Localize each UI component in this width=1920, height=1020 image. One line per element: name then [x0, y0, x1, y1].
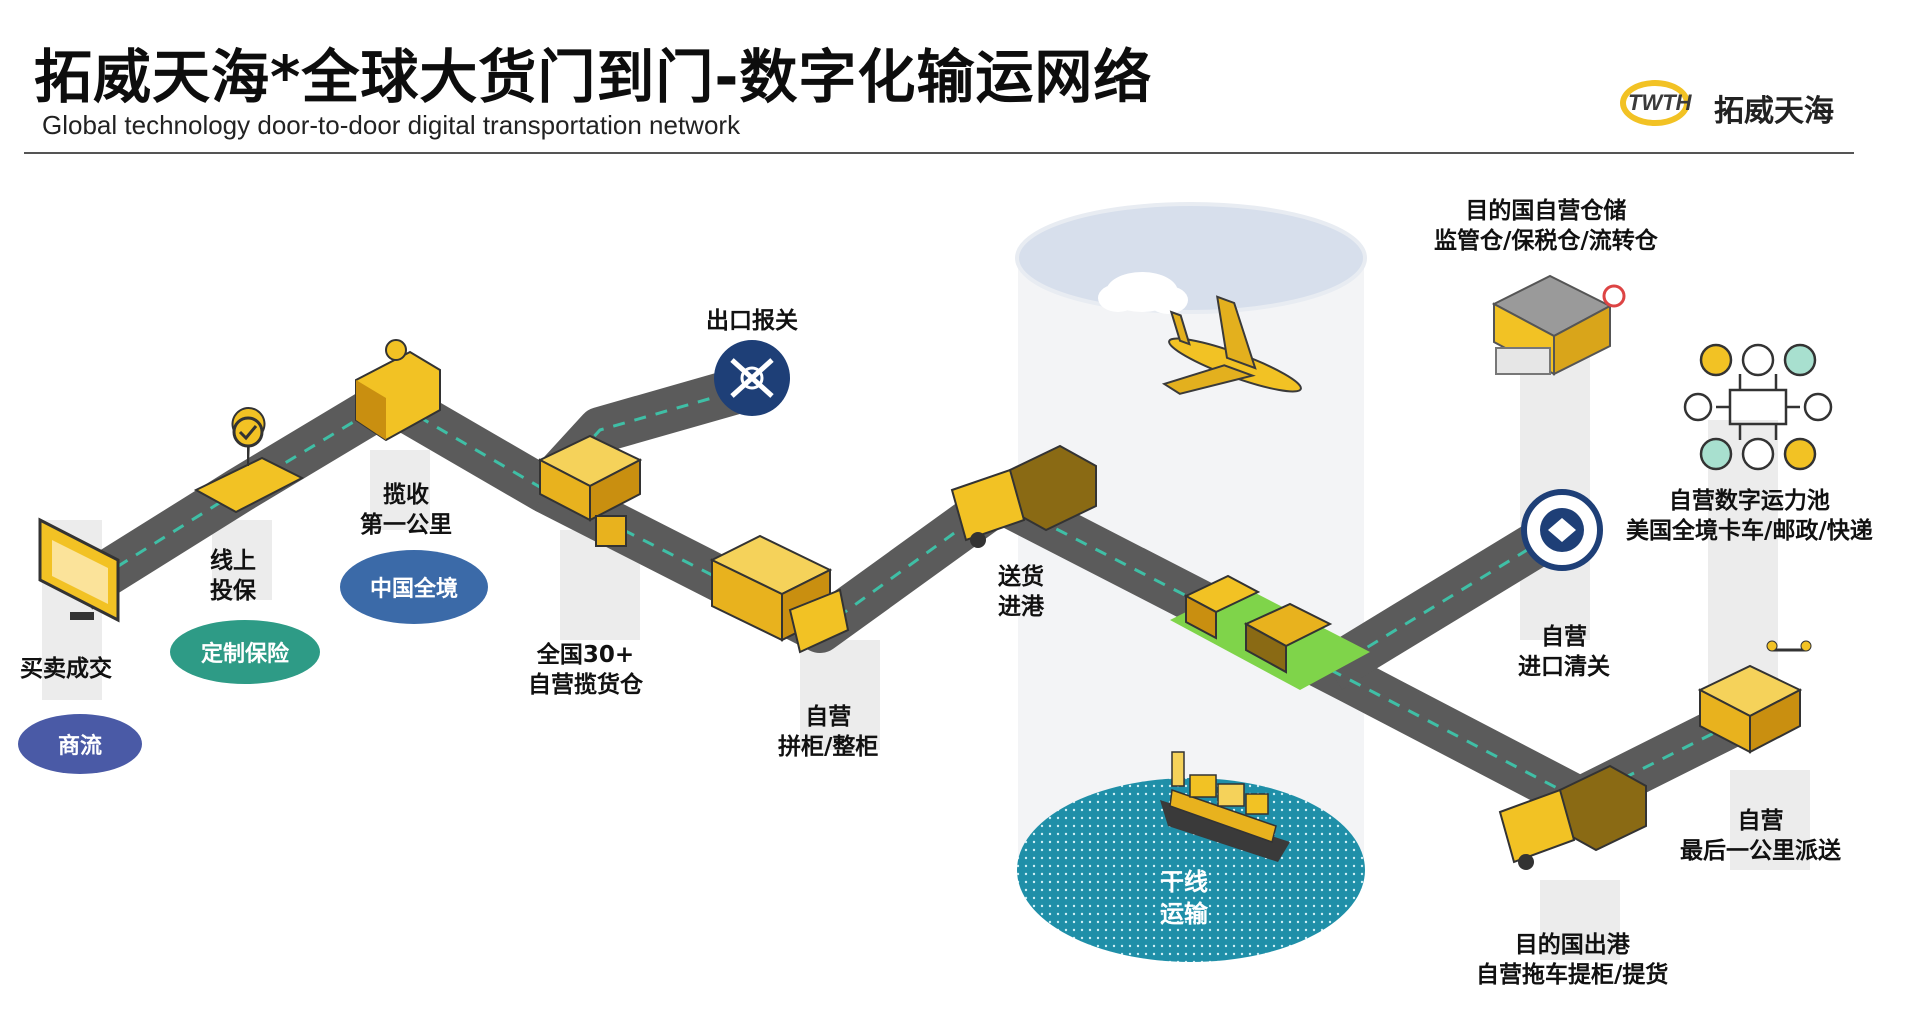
stage-label-trunk-line1: 干线	[1160, 868, 1208, 896]
destination-warehouse-icon	[1491, 274, 1626, 376]
label-backdrop	[800, 640, 880, 750]
stage-label-import-line1: 自营	[1541, 624, 1587, 650]
stage-label-port-line1: 送货	[998, 564, 1044, 590]
delivery-truck-drone-icon	[1697, 640, 1812, 754]
freight-train-icon	[1183, 574, 1333, 674]
stage-label-pool-line2: 美国全境卡车/邮政/快递	[1626, 518, 1873, 544]
stage-label-consolidate-line1: 自营	[805, 704, 852, 730]
stage-label-insure-line1: 线上	[210, 548, 256, 574]
title-divider	[24, 152, 1854, 154]
warehouse-boxes-icon	[537, 434, 643, 547]
page-subtitle: Global technology door-to-door digital t…	[42, 110, 741, 140]
stage-label-trunk-line2: 运输	[1160, 900, 1208, 928]
stage-label-deal: 买卖成交	[20, 656, 112, 682]
label-backdrop	[1730, 770, 1810, 870]
stage-label-lastmile: 自营 最后一公里派送	[1680, 806, 1841, 866]
stage-label-consolidate-line2: 拼柜/整柜	[778, 734, 879, 760]
stage-label-port-line2: 进港	[998, 594, 1044, 620]
stage-label-trunk: 干线 运输	[1160, 866, 1208, 930]
stage-label-pickup-line2: 第一公里	[360, 512, 452, 538]
stage-label-import: 自营 进口清关	[1518, 622, 1610, 682]
stage-label-insure: 线上 投保	[210, 546, 256, 606]
logo-mark: TWTH	[1628, 90, 1692, 115]
stage-label-storage-line1: 目的国自营仓储	[1465, 198, 1627, 224]
stage-label-pool-line1: 自营数字运力池	[1668, 488, 1830, 514]
stage-label-export-customs: 出口报关	[706, 308, 798, 334]
logo-name: 拓威天海	[1714, 94, 1834, 129]
stage-label-pool: 自营数字运力池 美国全境卡车/邮政/快递	[1626, 486, 1873, 546]
stage-label-dest-port-line1: 目的国出港	[1514, 932, 1630, 958]
china-customs-emblem-icon	[714, 340, 790, 416]
badge-insurance: 定制保险	[170, 620, 320, 684]
logo-ring-icon	[1620, 80, 1690, 126]
label-backdrop	[212, 520, 272, 600]
stage-label-warehouse-line2: 自营揽货仓	[528, 672, 643, 698]
cloud-icon	[1098, 272, 1188, 314]
stage-label-port: 送货 进港	[998, 562, 1044, 622]
stage-label-import-line2: 进口清关	[1518, 654, 1610, 680]
road-network	[67, 367, 1771, 823]
company-logo: TWTH 拓威天海	[1620, 74, 1840, 134]
transport-column	[1015, 202, 1367, 962]
stage-label-consolidate: 自营 拼柜/整柜	[778, 702, 878, 762]
airplane-icon	[1161, 295, 1302, 395]
stage-label-insure-line2: 投保	[210, 578, 256, 604]
stage-label-lastmile-line2: 最后一公里派送	[1680, 838, 1841, 864]
label-backdrop	[370, 450, 430, 530]
stage-label-warehouse: 全国30+ 自营揽货仓	[528, 640, 643, 700]
badge-china: 中国全境	[340, 550, 488, 624]
stage-label-storage: 目的国自营仓储 监管仓/保税仓/流转仓	[1434, 196, 1658, 256]
badge-commerce: 商流	[18, 714, 142, 774]
stage-label-storage-line2: 监管仓/保税仓/流转仓	[1434, 228, 1658, 254]
stage-label-dest-port-line2: 自营拖车提柜/提货	[1476, 962, 1669, 988]
destination-forklift-icon	[1498, 764, 1647, 870]
page-title: 拓威天海*全球大货门到门-数字化输运网络	[34, 43, 1153, 111]
port-forklift-icon	[950, 444, 1097, 548]
container-truck-icon	[709, 534, 850, 654]
pickup-van-icon	[355, 339, 441, 442]
capacity-pool-network-icon	[1683, 343, 1833, 471]
label-backdrop	[1540, 880, 1620, 960]
stage-label-warehouse-line1: 全国30+	[536, 642, 635, 668]
monitor-icon	[38, 517, 120, 623]
us-customs-seal-icon	[1521, 489, 1603, 571]
stage-label-pickup: 揽收 第一公里	[360, 480, 452, 540]
cargo-ship-icon	[1160, 751, 1290, 862]
stage-label-dest-port: 目的国出港 自营拖车提柜/提货	[1476, 930, 1668, 990]
stage-label-lastmile-line1: 自营	[1737, 808, 1784, 834]
stage-label-pickup-line1: 揽收	[383, 482, 429, 508]
insurance-pin-icon	[193, 407, 305, 514]
